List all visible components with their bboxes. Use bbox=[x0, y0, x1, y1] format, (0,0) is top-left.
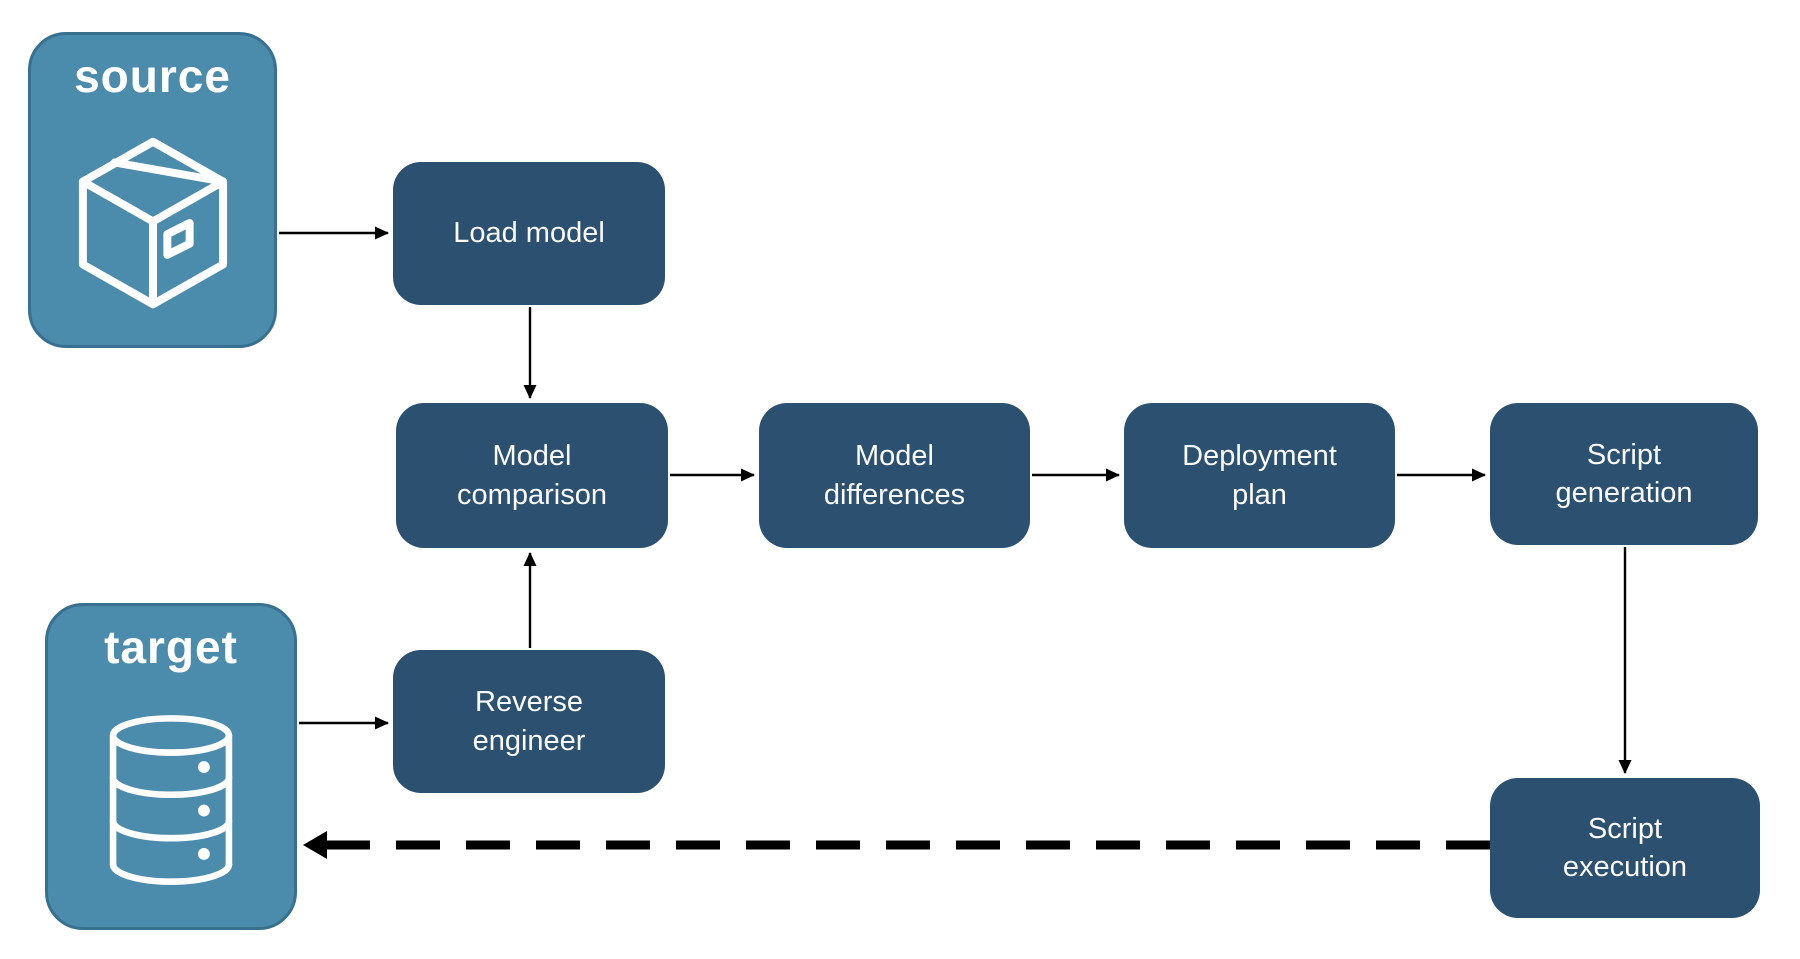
target-title: target bbox=[104, 621, 238, 673]
node-script-generation-label: Script generation bbox=[1555, 438, 1693, 509]
source-title: source bbox=[74, 50, 231, 102]
node-model-differences-label: Model differences bbox=[823, 440, 966, 511]
node-script-execution-label: Script execution bbox=[1562, 812, 1688, 883]
node-load-model-label: Load model bbox=[453, 217, 605, 250]
node-deployment-plan-label: Deployment plan bbox=[1182, 440, 1337, 511]
node-model-differences: Model differences bbox=[759, 403, 1030, 548]
node-reverse-engineer-label: Reverse engineer bbox=[472, 686, 586, 757]
node-script-generation: Script generation bbox=[1490, 403, 1758, 545]
node-script-execution: Script execution bbox=[1490, 778, 1760, 918]
node-deployment-plan: Deployment plan bbox=[1124, 403, 1395, 548]
node-model-comparison: Model comparison bbox=[396, 403, 668, 548]
node-model-comparison-label: Model comparison bbox=[457, 440, 607, 511]
node-reverse-engineer: Reverse engineer bbox=[393, 650, 665, 793]
endpoint-source-box: source bbox=[28, 32, 277, 348]
package-icon bbox=[78, 138, 227, 309]
node-load-model: Load model bbox=[393, 162, 665, 305]
database-icon bbox=[109, 714, 233, 885]
package-icon-wrap bbox=[31, 102, 274, 345]
database-icon-wrap bbox=[48, 673, 294, 927]
endpoint-target-box: target bbox=[45, 603, 297, 930]
